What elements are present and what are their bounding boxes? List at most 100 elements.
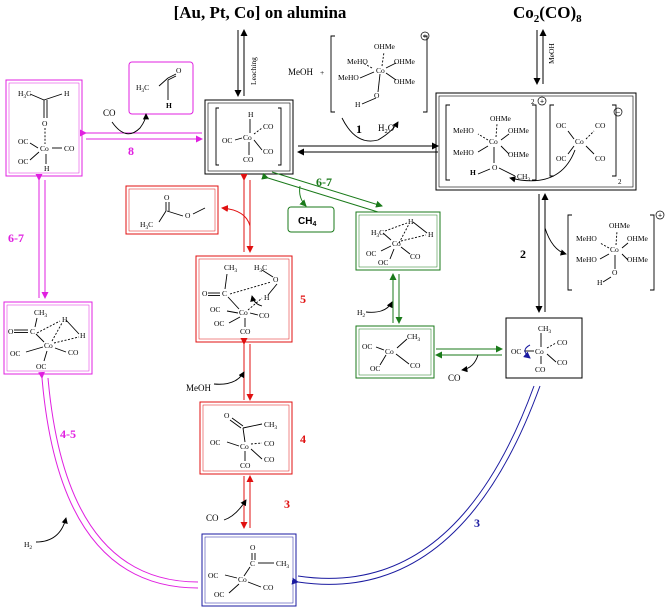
- svg-text:CO: CO: [64, 144, 75, 153]
- co-loss-arrows: CO: [435, 345, 503, 383]
- svg-text:OC: OC: [214, 319, 224, 328]
- svg-text:CO: CO: [240, 327, 251, 336]
- svg-text:OC: OC: [511, 347, 521, 356]
- blue-arc-step-3: 3: [291, 385, 541, 585]
- svg-text:+: +: [423, 32, 428, 41]
- leaching-arrows: Leaching: [234, 29, 258, 97]
- svg-text:H: H: [166, 101, 172, 110]
- step-5-label: 5: [300, 292, 306, 306]
- svg-text:CH3: CH3: [517, 172, 530, 183]
- meoh-mid-label: MeOH: [186, 383, 211, 393]
- h2-left-label: H2: [24, 540, 32, 551]
- svg-text:OC: OC: [366, 249, 376, 258]
- svg-text:H: H: [64, 89, 70, 98]
- svg-text:CH4: CH4: [298, 216, 316, 228]
- hexamethanol-cobalt-complex-top: + Co OHMe MeHO OHMe MeHO OHMe O H: [330, 32, 430, 113]
- svg-text:Co: Co: [392, 239, 401, 248]
- svg-text:OC: OC: [210, 438, 220, 447]
- svg-text:OHMe: OHMe: [508, 126, 530, 135]
- svg-text:OC: OC: [222, 136, 232, 145]
- svg-text:OHMe: OHMe: [490, 114, 512, 123]
- title-catalyst: [Au, Pt, Co] on alumina: [174, 3, 347, 22]
- svg-text:MeHO: MeHO: [576, 255, 597, 264]
- svg-text:Co: Co: [535, 347, 544, 356]
- svg-text:MeHO: MeHO: [576, 234, 597, 243]
- svg-text:H: H: [470, 168, 476, 177]
- pink-step-67-arrows: 6-7: [8, 174, 49, 299]
- meoh-label-right: MeOH: [547, 43, 556, 64]
- svg-text:OHMe: OHMe: [627, 255, 649, 264]
- step-1-arrows: 1 H2O: [297, 117, 439, 156]
- svg-text:O: O: [273, 275, 279, 284]
- svg-text:OC: OC: [36, 362, 46, 371]
- svg-text:H: H: [80, 331, 86, 340]
- svg-text:H: H: [62, 315, 68, 324]
- svg-text:CH3: CH3: [407, 332, 420, 343]
- svg-text:CH3: CH3: [276, 559, 289, 570]
- svg-text:Co: Co: [240, 442, 249, 451]
- svg-text:CO: CO: [259, 311, 270, 320]
- svg-text:MeHO: MeHO: [453, 148, 474, 157]
- svg-text:CO: CO: [263, 147, 274, 156]
- svg-text:CO: CO: [263, 122, 274, 131]
- svg-text:+: +: [658, 213, 662, 220]
- svg-text:O: O: [164, 193, 170, 202]
- svg-text:Co: Co: [610, 245, 619, 254]
- svg-text:C: C: [222, 289, 227, 298]
- svg-text:CO: CO: [68, 348, 79, 357]
- svg-text:H: H: [355, 100, 361, 109]
- svg-text:2: 2: [531, 98, 535, 106]
- pink-arc-step-45: 4-5 H2: [24, 371, 199, 589]
- svg-text:O: O: [202, 289, 208, 298]
- svg-text:CO: CO: [595, 121, 606, 130]
- svg-text:CO: CO: [243, 155, 254, 164]
- svg-text:CO: CO: [263, 583, 274, 592]
- step-3-red-label: 3: [284, 497, 290, 511]
- h2o-label: H2O: [378, 123, 395, 135]
- svg-text:OHMe: OHMe: [609, 221, 631, 230]
- step-2-arrows: 2: [520, 193, 567, 313]
- svg-text:OC: OC: [214, 590, 224, 599]
- svg-text:OHMe: OHMe: [627, 234, 649, 243]
- pink-step-8-arrows: CO 8: [80, 108, 203, 158]
- methyl-acetate-box: H3C O O: [125, 185, 219, 235]
- svg-text:Co: Co: [489, 137, 498, 146]
- svg-text:H: H: [264, 293, 270, 302]
- svg-text:MeHO: MeHO: [347, 57, 368, 66]
- hydrido-cobalt-tetracarbonyl-box: H Co OC CO CO CO: [204, 99, 294, 175]
- step-8-label: 8: [128, 144, 134, 158]
- red-vertical-arrows: MeOH CO: [186, 174, 254, 529]
- svg-text:OC: OC: [362, 342, 372, 351]
- step-2-label: 2: [520, 247, 526, 261]
- svg-text:CO: CO: [264, 455, 275, 464]
- svg-text:Co: Co: [239, 308, 248, 317]
- green-diagonal-arrows: 6-7: [261, 171, 383, 213]
- svg-text:Co2(CO)8: Co2(CO)8: [513, 3, 582, 25]
- svg-text:O: O: [176, 66, 182, 75]
- svg-text:OHMe: OHMe: [374, 42, 396, 51]
- svg-text:O: O: [8, 327, 14, 336]
- meoh-top-label: MeOH: [288, 67, 313, 77]
- green-h2-arrows: H2: [357, 273, 403, 324]
- svg-text:Co: Co: [40, 144, 49, 153]
- svg-text:CO: CO: [410, 361, 421, 370]
- acetyl-cobalt-hydride-box: H3C H O Co OC CO OC H: [5, 79, 83, 177]
- svg-text:H: H: [597, 278, 603, 287]
- methyl-cobalt-tetracarbonyl-box: CH3 Co OC CO CO CO: [505, 317, 583, 379]
- acyl-cobalt-tetracarbonyl-box: O CH3 Co OC CO CO CO: [199, 401, 293, 475]
- svg-text:CH3: CH3: [224, 263, 237, 274]
- svg-text:OC: OC: [18, 137, 28, 146]
- acetaldehyde-box: H3C O H: [128, 61, 194, 115]
- svg-text:Co: Co: [385, 347, 394, 356]
- svg-text:CO: CO: [410, 252, 421, 261]
- svg-text:OHMe: OHMe: [394, 57, 416, 66]
- methyl-cobalt-dihydrogen-box: H3C Co H H OC CO OC: [355, 211, 441, 271]
- svg-text:CO: CO: [240, 461, 251, 470]
- svg-text:OC: OC: [210, 305, 220, 314]
- svg-text:OC: OC: [556, 121, 566, 130]
- step-4-label: 4: [300, 432, 306, 446]
- methane-box: CH4: [287, 206, 335, 233]
- svg-text:−: −: [616, 110, 620, 117]
- methyl-cobalt-tricarbonyl-box: Co OC CH3 CO OC: [355, 325, 435, 379]
